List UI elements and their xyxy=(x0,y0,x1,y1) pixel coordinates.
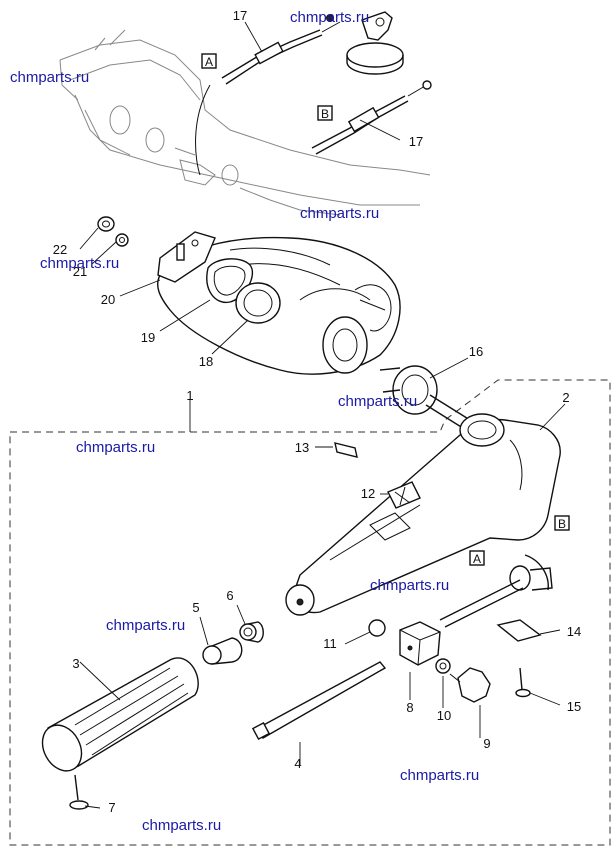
watermark: chmparts.ru xyxy=(400,767,479,784)
ref-box-a-lower: A xyxy=(469,550,485,566)
watermark: chmparts.ru xyxy=(76,439,155,456)
callout-21: 21 xyxy=(73,264,87,279)
callout-6: 6 xyxy=(226,588,233,603)
flange-16 xyxy=(379,365,471,431)
callout-7: 7 xyxy=(108,800,115,815)
stop-switch xyxy=(439,554,553,628)
watermarks: chmparts.ru chmparts.ru chmparts.ru chmp… xyxy=(10,9,479,834)
assembly-boundary xyxy=(9,379,611,846)
callout-9: 9 xyxy=(483,736,490,751)
callout-4: 4 xyxy=(294,756,301,771)
callout-18: 18 xyxy=(199,354,213,369)
washer-10 xyxy=(435,658,451,674)
watermark: chmparts.ru xyxy=(106,617,185,634)
callout-1: 1 xyxy=(186,388,193,403)
collar-6 xyxy=(239,621,264,643)
watermark: chmparts.ru xyxy=(370,577,449,594)
callout-22: 22 xyxy=(53,242,67,257)
ref-box-b-lower-label: B xyxy=(558,517,566,531)
collar-22 xyxy=(97,216,115,232)
ref-box-a-top-label: A xyxy=(205,55,213,69)
knob-9 xyxy=(449,667,491,703)
ref-box-b-lower: B xyxy=(554,515,570,531)
callout-3: 3 xyxy=(72,656,79,671)
screw-15 xyxy=(515,667,531,698)
seal-18 xyxy=(235,282,281,324)
callout-12: 12 xyxy=(361,486,375,501)
watermark: chmparts.ru xyxy=(10,69,89,86)
screw-7 xyxy=(69,774,89,810)
ref-box-a-lower-label: A xyxy=(473,552,481,566)
callout-17-lower: 17 xyxy=(409,134,423,149)
throttle-cable-a xyxy=(195,21,341,176)
watermark: chmparts.ru xyxy=(300,205,379,222)
callout-15: 15 xyxy=(567,699,581,714)
callout-10: 10 xyxy=(437,708,451,723)
throttle-cable-b xyxy=(311,80,432,155)
tiller-bracket-housing xyxy=(157,236,401,375)
block-8 xyxy=(399,621,441,666)
nut-11 xyxy=(368,619,386,637)
callout-16: 16 xyxy=(469,344,483,359)
ref-box-b-top: B xyxy=(317,105,333,121)
watermark: chmparts.ru xyxy=(290,9,369,26)
tiller-arm-2 xyxy=(285,413,561,616)
engine-housing xyxy=(59,29,431,216)
mount-plate-20 xyxy=(157,231,216,283)
callout-8: 8 xyxy=(406,700,413,715)
callout-13: 13 xyxy=(295,440,309,455)
grip-3 xyxy=(41,657,199,772)
leader-lines xyxy=(79,21,566,809)
callout-19: 19 xyxy=(141,330,155,345)
ref-box-b-top-label: B xyxy=(321,107,329,121)
callout-2: 2 xyxy=(562,390,569,405)
washer-21 xyxy=(115,233,129,247)
ref-box-a-top: A xyxy=(201,53,217,69)
watermark: chmparts.ru xyxy=(338,393,417,410)
callout-numbers: 17 17 22 21 20 19 18 16 1 2 13 12 6 5 14… xyxy=(53,8,581,815)
watermark: chmparts.ru xyxy=(142,817,221,834)
bushing-5 xyxy=(202,637,243,665)
throttle-cam xyxy=(326,11,404,75)
callout-5: 5 xyxy=(192,600,199,615)
pin-13 xyxy=(334,442,358,458)
callout-11: 11 xyxy=(323,636,337,651)
watermark: chmparts.ru xyxy=(40,255,119,272)
callout-14: 14 xyxy=(567,624,581,639)
plate-14 xyxy=(496,619,542,642)
throttle-rod-4 xyxy=(251,661,387,741)
callout-20: 20 xyxy=(101,292,115,307)
decal-12 xyxy=(387,481,421,509)
callout-17-top: 17 xyxy=(233,8,247,23)
